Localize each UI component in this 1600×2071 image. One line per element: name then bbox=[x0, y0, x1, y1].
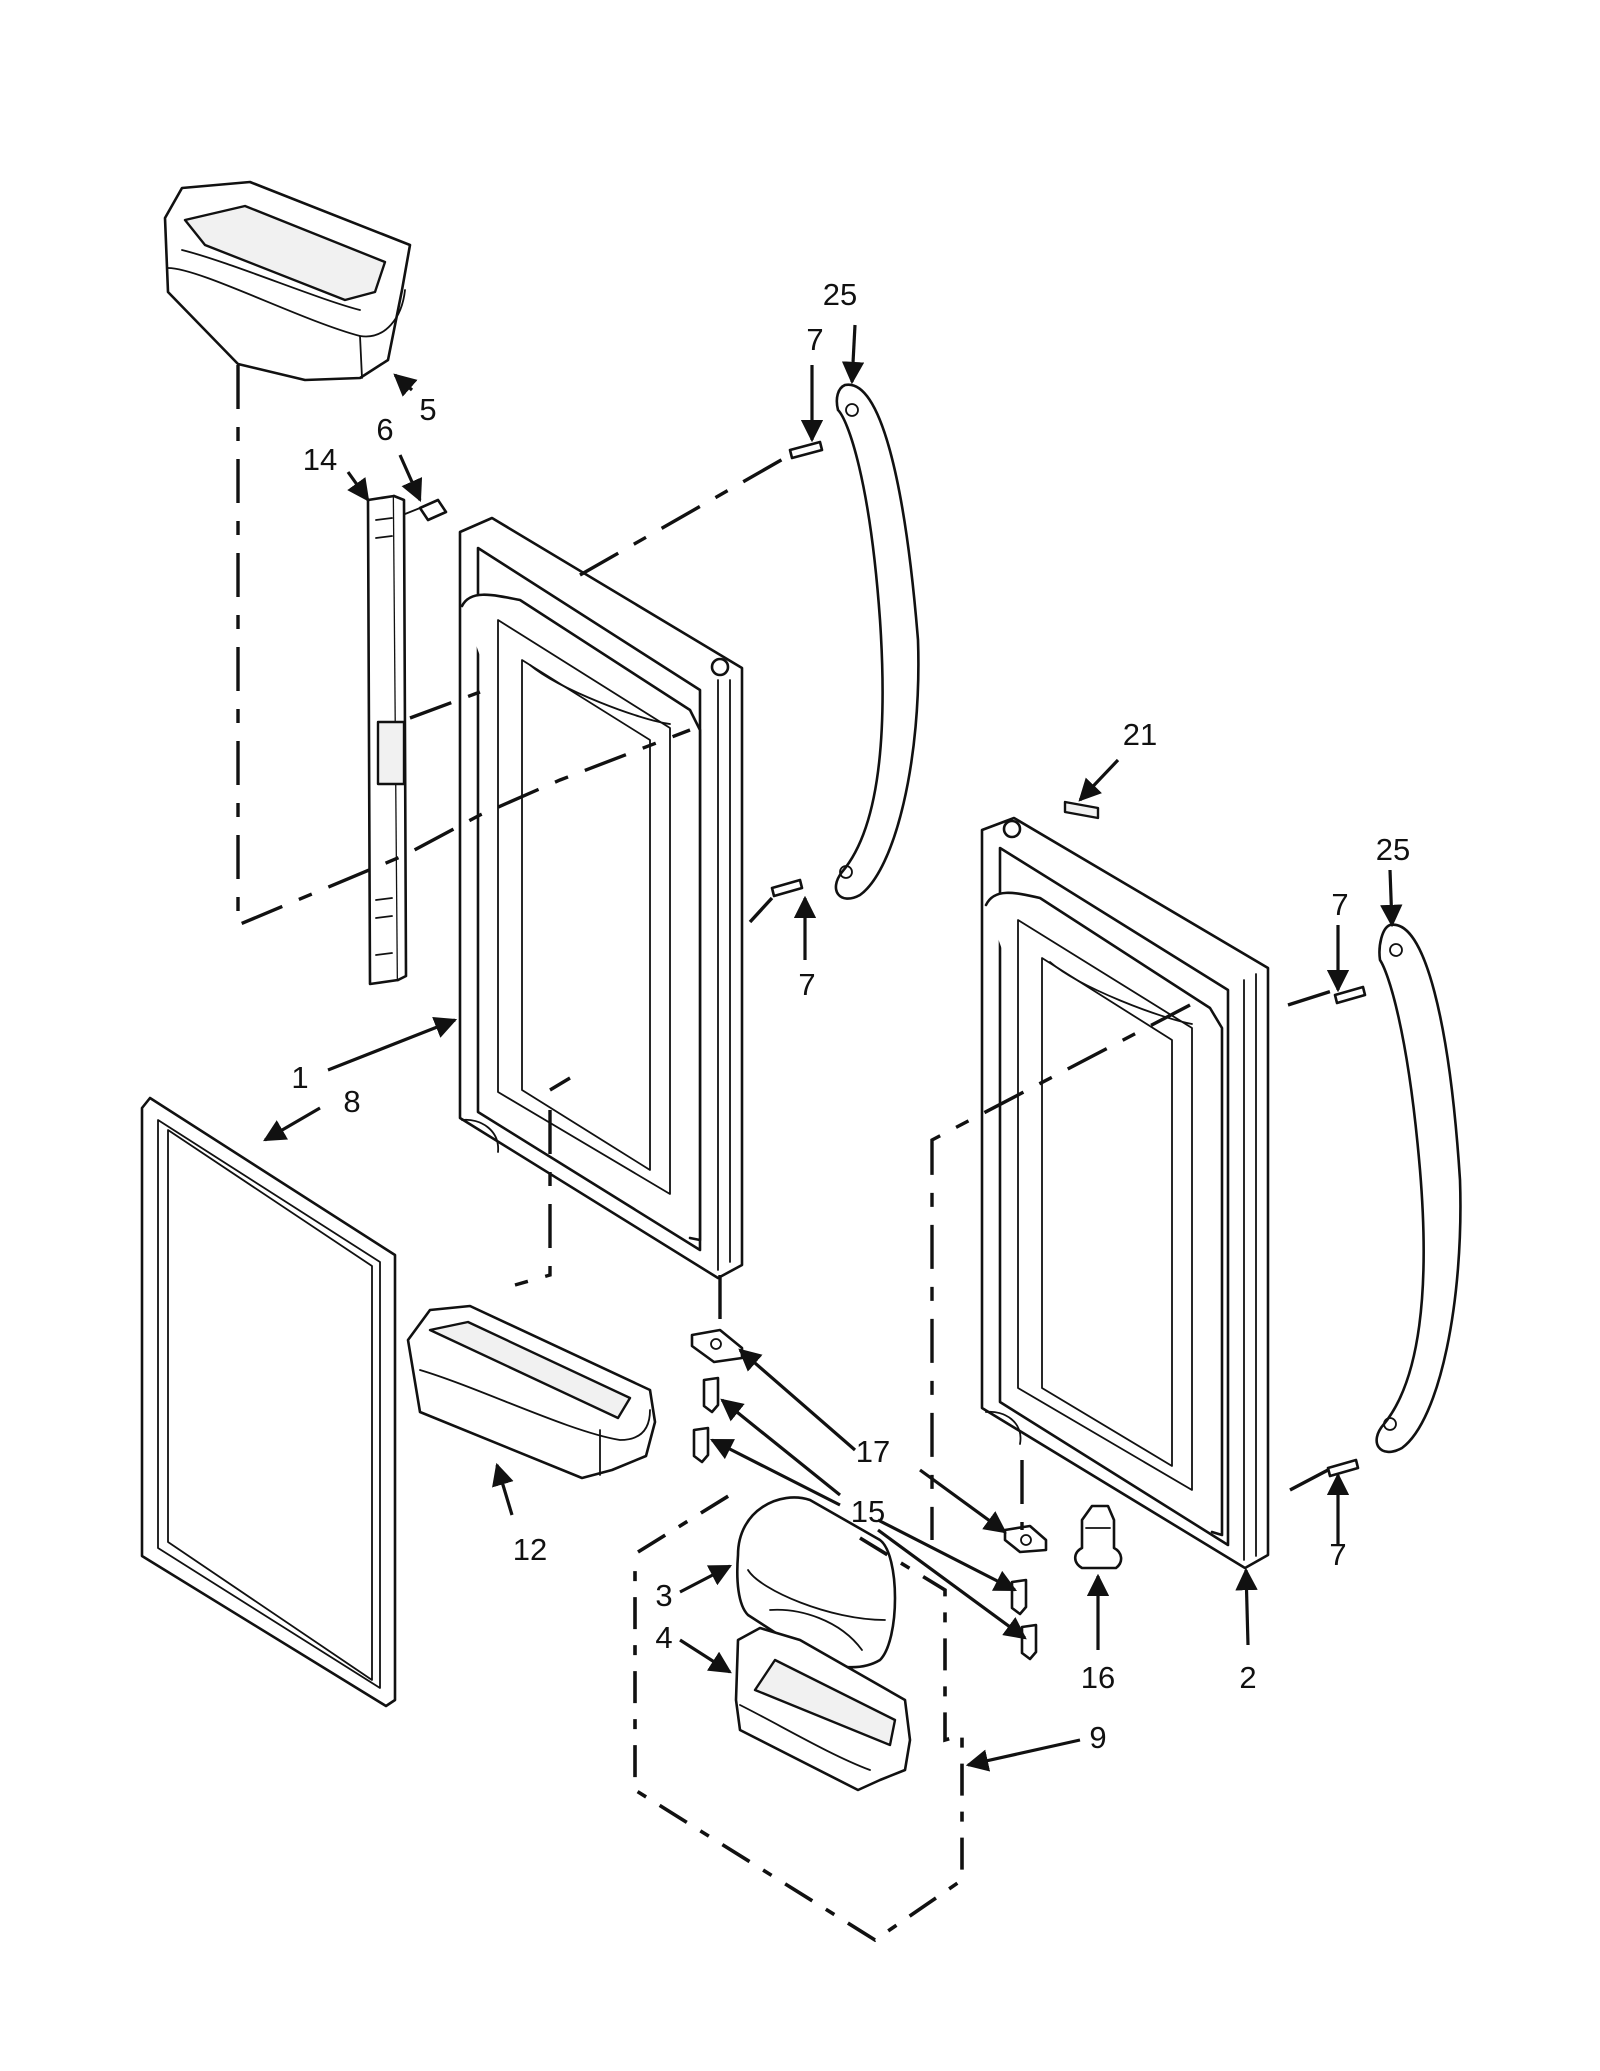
hinge-screw bbox=[404, 498, 448, 522]
leader-lines bbox=[236, 365, 1336, 1540]
door-label bbox=[1063, 800, 1100, 820]
callout-15: 15 bbox=[851, 1494, 885, 1529]
callout-4: 4 bbox=[655, 1620, 672, 1655]
callout-3: 3 bbox=[655, 1578, 672, 1613]
dairy-assembly-box bbox=[633, 1493, 964, 1943]
dairy-door bbox=[736, 1496, 897, 1669]
callout-25-top: 25 bbox=[823, 277, 857, 312]
door-bin-top bbox=[163, 180, 412, 382]
callout-16: 16 bbox=[1081, 1660, 1115, 1695]
right-door bbox=[980, 816, 1270, 1570]
callout-8: 8 bbox=[343, 1084, 360, 1119]
hinge-pin bbox=[1073, 1504, 1123, 1570]
door-hinge-strip bbox=[366, 494, 408, 986]
bracket-screw-a bbox=[702, 1376, 720, 1414]
bracket-screw-b bbox=[692, 1426, 710, 1464]
callout-labels: 25 7 5 6 14 7 21 25 7 1 8 17 15 12 7 3 4… bbox=[291, 277, 1410, 1755]
callout-21: 21 bbox=[1123, 717, 1157, 752]
callout-1: 1 bbox=[291, 1060, 308, 1095]
handle-screw-b bbox=[770, 878, 804, 898]
left-door bbox=[458, 516, 744, 1280]
handle-screw-a bbox=[788, 440, 824, 460]
door-gasket bbox=[140, 1096, 397, 1708]
callout-5: 5 bbox=[419, 392, 436, 427]
handle-screw-c bbox=[1333, 985, 1367, 1005]
dairy-bin bbox=[734, 1626, 912, 1792]
callout-6: 6 bbox=[376, 412, 393, 447]
hinge-bracket-left bbox=[690, 1328, 744, 1364]
bracket-screw-d bbox=[1020, 1623, 1038, 1661]
callout-14: 14 bbox=[303, 442, 337, 477]
door-handle-left bbox=[834, 383, 920, 900]
callout-12: 12 bbox=[513, 1532, 547, 1567]
door-bin-middle bbox=[406, 1304, 657, 1480]
door-handle-right bbox=[1375, 923, 1462, 1454]
callout-25-right: 25 bbox=[1376, 832, 1410, 867]
callout-7-mid: 7 bbox=[798, 967, 815, 1002]
hinge-bracket-right bbox=[1003, 1524, 1048, 1554]
callout-7-right-top: 7 bbox=[1331, 887, 1348, 922]
callout-7-top: 7 bbox=[806, 322, 823, 357]
handle-screw-d bbox=[1326, 1458, 1360, 1478]
callout-2: 2 bbox=[1239, 1660, 1256, 1695]
callout-9: 9 bbox=[1089, 1720, 1106, 1755]
bracket-screw-c bbox=[1010, 1578, 1028, 1616]
callout-arrows bbox=[263, 324, 1403, 1772]
callout-7-right-bottom: 7 bbox=[1329, 1537, 1346, 1572]
callout-17: 17 bbox=[856, 1434, 890, 1469]
